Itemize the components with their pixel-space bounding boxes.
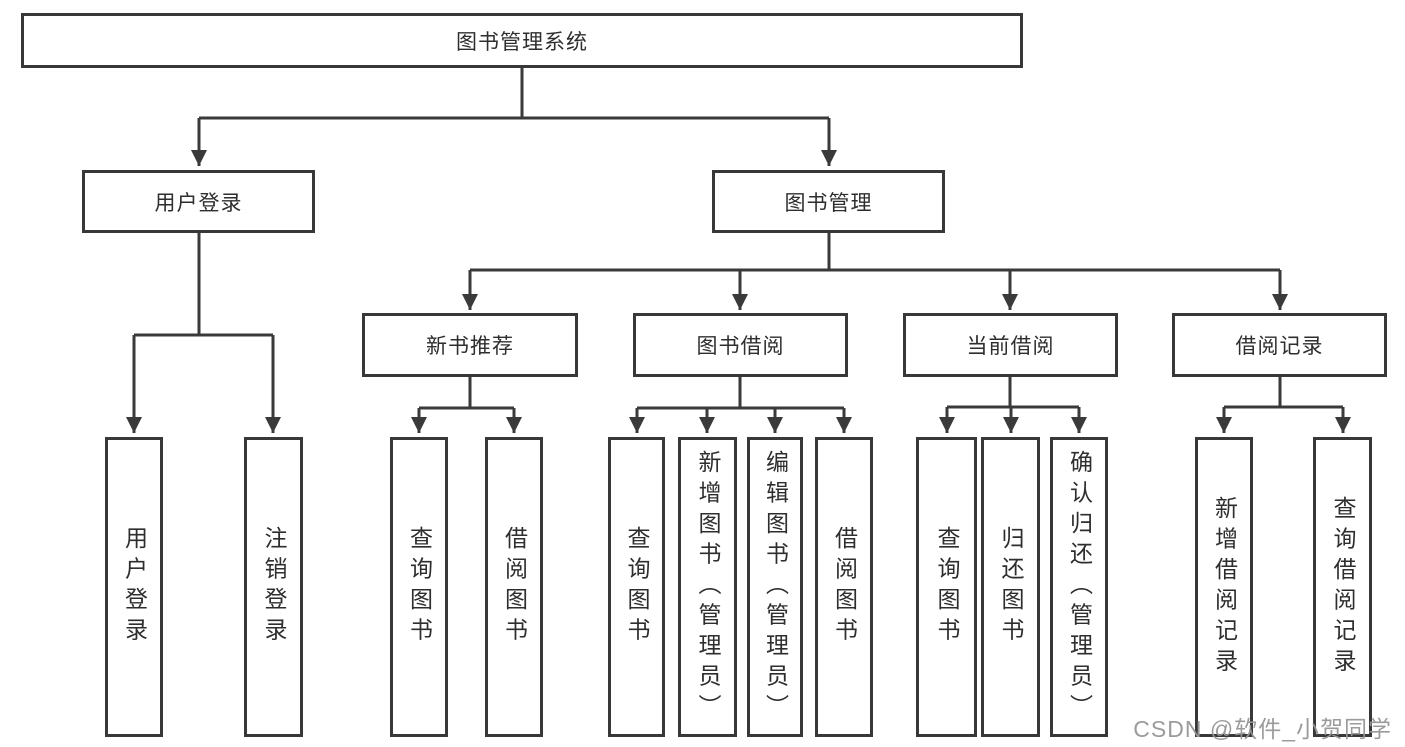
csdn-watermark: CSDN @软件_小贺同学 xyxy=(1133,716,1392,742)
node-label: 借阅记录 xyxy=(1235,335,1324,358)
node-borrowing-records: 借阅记录 xyxy=(1172,313,1387,377)
node-label: 图书借阅 xyxy=(696,335,785,358)
node-user-login: 用户登录 xyxy=(82,170,315,233)
leaf-borrow-books: 借阅图书 xyxy=(815,437,873,737)
node-label: 查询图书 xyxy=(624,526,650,648)
leaf-confirm-return-admin: 确认归还（管理员） xyxy=(1050,437,1108,737)
node-label: 确认归还（管理员） xyxy=(1066,449,1093,725)
leaf-query-books: 查询图书 xyxy=(608,437,665,737)
leaf-return-books: 归还图书 xyxy=(981,437,1040,737)
node-label: 查询借阅记录 xyxy=(1330,495,1356,679)
leaf-query-books: 查询图书 xyxy=(390,437,448,737)
leaf-query-borrow-record: 查询借阅记录 xyxy=(1313,437,1372,737)
node-label: 用户登录 xyxy=(154,191,243,215)
node-label: 借阅图书 xyxy=(501,526,528,648)
node-new-book-recommendation: 新书推荐 xyxy=(362,313,578,377)
leaf-query-books: 查询图书 xyxy=(916,437,977,737)
node-book-borrowing: 图书借阅 xyxy=(633,313,848,377)
node-label: 借阅图书 xyxy=(831,526,858,648)
node-label: 查询图书 xyxy=(934,526,960,648)
node-library-management-system: 图书管理系统 xyxy=(21,13,1023,68)
node-label: 查询图书 xyxy=(406,526,433,648)
leaf-edit-books-admin: 编辑图书（管理员） xyxy=(747,437,803,737)
node-label: 新增借阅记录 xyxy=(1211,495,1238,679)
node-label: 图书管理 xyxy=(784,191,873,215)
leaf-add-borrow-record: 新增借阅记录 xyxy=(1195,437,1253,737)
node-label: 新书推荐 xyxy=(426,335,514,358)
node-label: 编辑图书（管理员） xyxy=(762,449,789,725)
leaf-add-books-admin: 新增图书（管理员） xyxy=(678,437,737,737)
leaf-user-login: 用户登录 xyxy=(105,437,163,737)
node-label: 注销登录 xyxy=(261,526,287,648)
node-label: 用户登录 xyxy=(121,526,148,648)
node-book-management: 图书管理 xyxy=(712,170,945,233)
leaf-logout: 注销登录 xyxy=(244,437,303,737)
node-current-borrowing: 当前借阅 xyxy=(903,313,1118,377)
node-label: 归还图书 xyxy=(998,526,1024,648)
leaf-borrow-books: 借阅图书 xyxy=(485,437,543,737)
node-label: 图书管理系统 xyxy=(456,30,588,54)
node-label: 当前借阅 xyxy=(966,335,1055,358)
node-label: 新增图书（管理员） xyxy=(695,449,721,725)
